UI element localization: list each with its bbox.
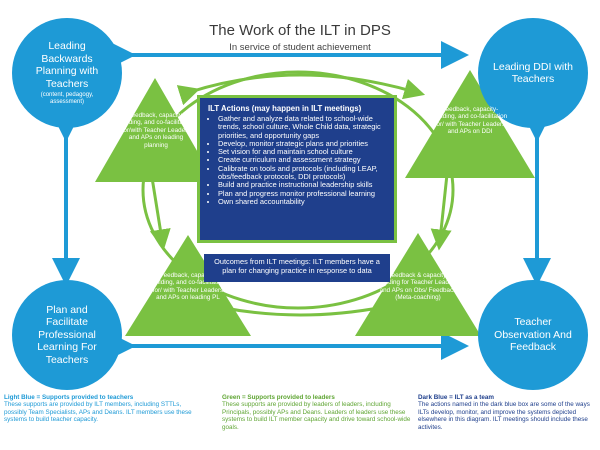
- legend-dark-blue-heading: Dark Blue = ILT as a team: [418, 394, 495, 401]
- triangle-top-left-text: Feedback, capacity-building, and co-faci…: [118, 112, 194, 149]
- ilt-action-item: Build and practice instructional leaders…: [218, 181, 388, 190]
- circle-backwards-planning-title: Leading Backwards Planning with Teachers: [35, 40, 99, 90]
- legend-green-body: These supports are provided by leaders o…: [222, 401, 411, 431]
- triangle-bottom-left-text: Feedback, capacity-building, and co-faci…: [150, 272, 226, 302]
- page-title: The Work of the ILT in DPS: [209, 22, 391, 39]
- ilt-action-item: Create curriculum and assessment strateg…: [218, 156, 388, 165]
- triangle-bottom-right-shape: [355, 233, 481, 336]
- ilt-action-item: Plan and progress monitor professional l…: [218, 189, 388, 198]
- circle-leading-ddi: Leading DDI with Teachers: [478, 18, 588, 128]
- ilt-action-item: Gather and analyze data related to schoo…: [218, 114, 388, 140]
- legend-green-heading: Green = Supports provided to leaders: [222, 394, 335, 401]
- triangle-top-left-shape: [95, 78, 215, 182]
- triangle-bottom-left-shape: [125, 235, 251, 336]
- legend-green: Green = Supports provided to leaders The…: [222, 394, 412, 431]
- ilt-action-item: Set vision for and maintain school cultu…: [218, 147, 388, 156]
- triangle-top-right-text: Feedback, capacity-building, and co-faci…: [432, 106, 508, 136]
- ilt-action-item: Own shared accountability: [218, 197, 388, 206]
- triangle-top-right-shape: [405, 70, 535, 178]
- circle-backwards-planning: Leading Backwards Planning with Teachers…: [12, 18, 122, 128]
- circle-professional-learning-title: Plan and Facilitate Professional Learnin…: [37, 303, 97, 366]
- circle-observation-feedback: Teacher Observation And Feedback: [478, 280, 588, 390]
- green-top-arrow: [176, 73, 426, 106]
- ilt-actions-box: ILT Actions (may happen in ILT meetings)…: [197, 95, 397, 243]
- circle-observation-feedback-title: Teacher Observation And Feedback: [494, 316, 572, 354]
- legend-light-blue: Light Blue = Supports provided to teache…: [4, 394, 194, 424]
- circle-backwards-planning-sub: (content, pedagogy, assessment): [40, 92, 94, 105]
- legend-dark-blue-body: The actions named in the dark blue box a…: [418, 401, 590, 431]
- ilt-action-item: Develop, monitor strategic plans and pri…: [218, 139, 388, 148]
- legend-light-blue-heading: Light Blue = Supports provided to teache…: [4, 394, 134, 401]
- circle-leading-ddi-title: Leading DDI with Teachers: [493, 60, 573, 86]
- outcomes-box: Outcomes from ILT meetings: ILT members …: [204, 254, 390, 282]
- triangle-bottom-right-text: Feedback & capacity-building for Teacher…: [378, 272, 458, 302]
- ilt-actions-heading: ILT Actions (may happen in ILT meetings): [208, 104, 362, 113]
- legend-dark-blue: Dark Blue = ILT as a team The actions na…: [418, 394, 598, 431]
- ilt-actions-list: Gather and analyze data related to schoo…: [208, 114, 388, 206]
- circle-professional-learning: Plan and Facilitate Professional Learnin…: [12, 280, 122, 390]
- ilt-action-item: Calibrate on tools and protocols (includ…: [218, 164, 388, 182]
- legend-light-blue-body: These supports are provided by ILT membe…: [4, 401, 192, 424]
